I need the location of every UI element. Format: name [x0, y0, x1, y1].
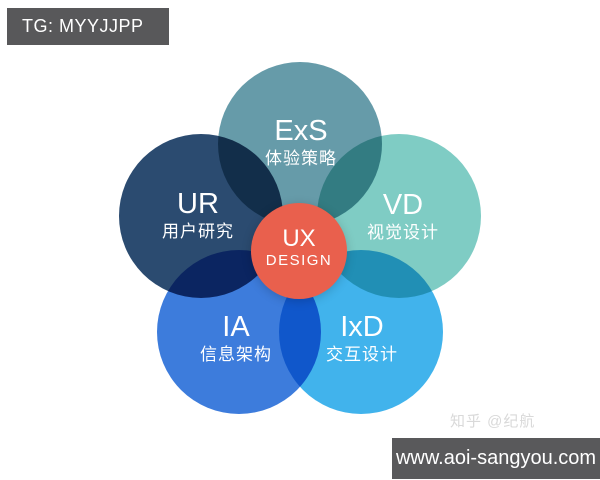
- abbr-exs: ExS: [274, 115, 328, 147]
- label-ux-design: UX DESIGN: [266, 226, 333, 269]
- tg-handle-badge: TG: MYYJJPP: [7, 8, 169, 45]
- website-url-bar: www.aoi-sangyou.com: [392, 438, 600, 479]
- ux-design-word: DESIGN: [265, 252, 333, 269]
- abbr-ur: UR: [177, 188, 219, 220]
- zh-ixd: 交互设计: [326, 345, 398, 364]
- abbr-vd: VD: [382, 189, 424, 221]
- abbr-ia: IA: [222, 311, 250, 343]
- circle-ux-design-center: [251, 203, 347, 299]
- zh-exs: 体验策略: [265, 149, 337, 168]
- label-experience-strategy: ExS 体验策略: [265, 115, 337, 169]
- abbr-ixd: IxD: [340, 311, 384, 343]
- label-interaction-design: IxD 交互设计: [326, 311, 398, 365]
- zh-vd: 视觉设计: [367, 223, 439, 242]
- label-information-architecture: IA 信息架构: [200, 311, 272, 365]
- label-visual-design: VD 视觉设计: [367, 189, 439, 243]
- zhihu-watermark: 知乎 @纪航: [450, 413, 536, 430]
- label-user-research: UR 用户研究: [162, 188, 234, 242]
- zh-ia: 信息架构: [200, 345, 272, 364]
- zh-ur: 用户研究: [162, 222, 234, 241]
- abbr-ux: UX: [282, 225, 316, 252]
